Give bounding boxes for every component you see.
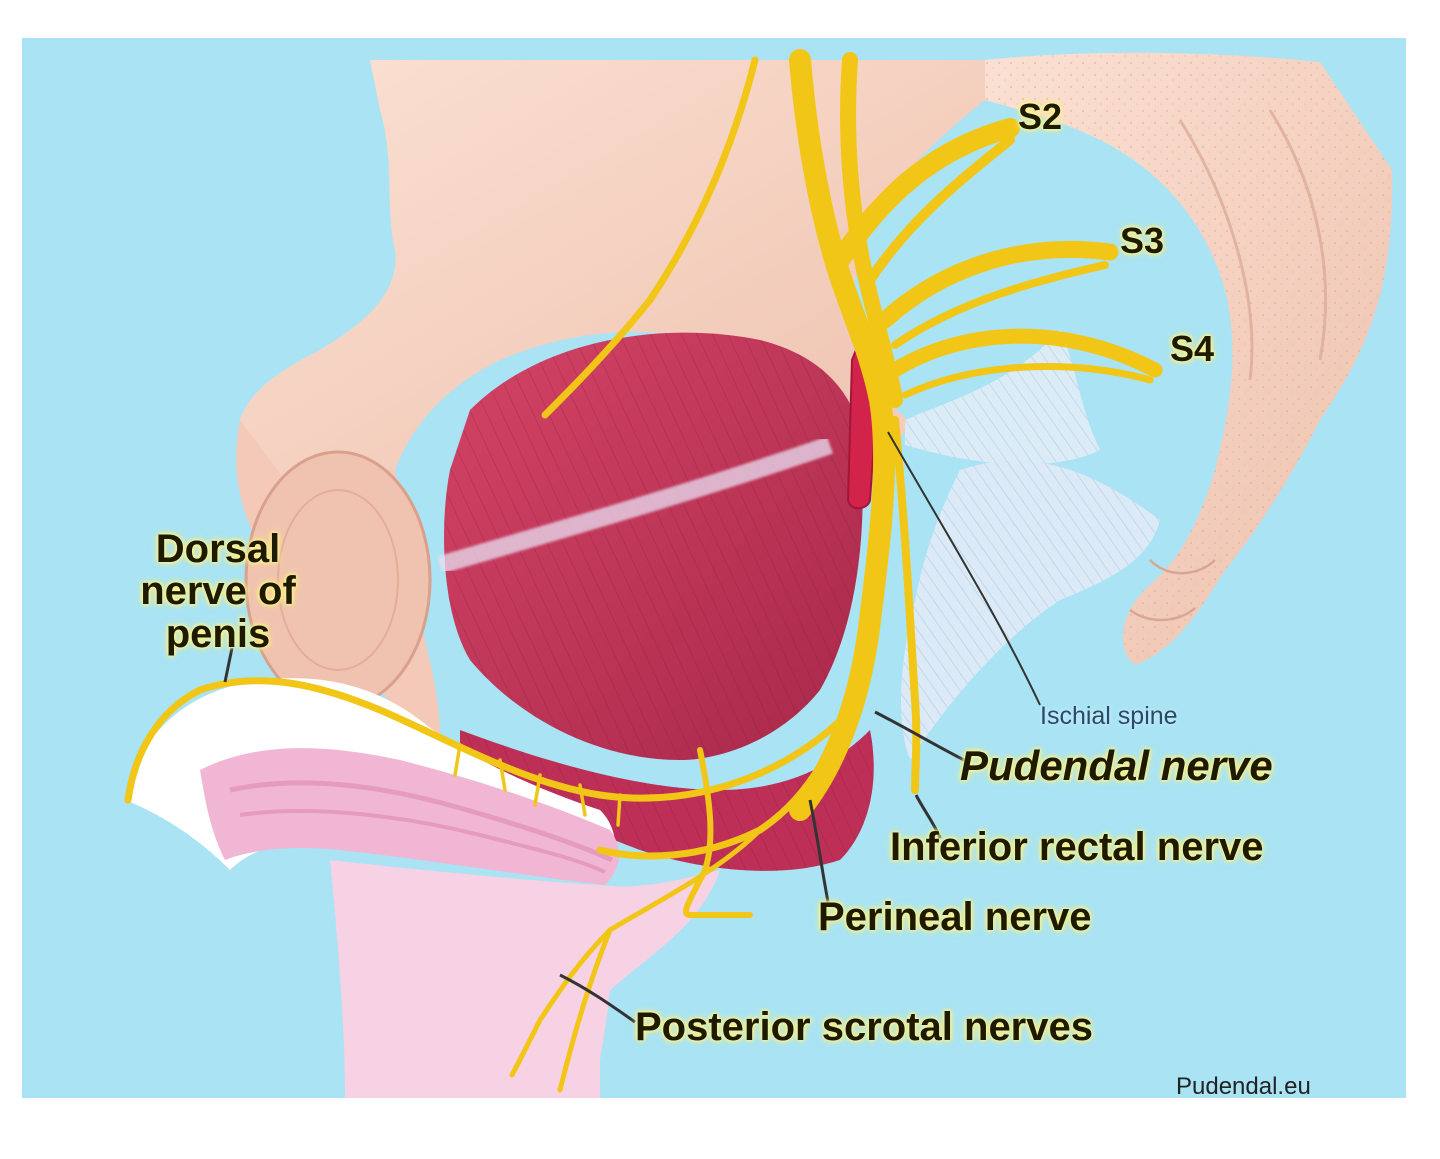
label-pudendal-nerve: Pudendal nerve	[960, 742, 1273, 789]
label-perineal-nerve: Perineal nerve	[818, 895, 1092, 939]
sacrum-coccyx	[985, 52, 1393, 666]
source-credit: Pudendal.eu	[1176, 1073, 1311, 1100]
label-s3: S3	[1120, 220, 1165, 261]
label-inferior-rectal-nerve: Inferior rectal nerve	[890, 825, 1264, 869]
leader-inferior-rectal	[914, 794, 942, 839]
perineum-penis	[125, 678, 720, 1098]
label-dorsal-nerve: Dorsal nerve of penis	[140, 527, 296, 656]
leader-pudendal	[874, 710, 969, 764]
leader-lines	[223, 431, 1041, 1024]
leader-posterior-scrotal	[559, 973, 636, 1024]
label-s2: S2	[1018, 96, 1063, 137]
leader-perineal	[808, 799, 830, 903]
nerves	[124, 49, 1163, 1093]
label-ischial-spine: Ischial spine	[1040, 702, 1178, 730]
ligaments	[900, 330, 1160, 760]
leader-ischial	[887, 431, 1041, 706]
label-s4: S4	[1170, 328, 1215, 369]
label-posterior-scrotal-nerves: Posterior scrotal nerves	[635, 1005, 1093, 1049]
leader-dorsal	[223, 647, 234, 683]
